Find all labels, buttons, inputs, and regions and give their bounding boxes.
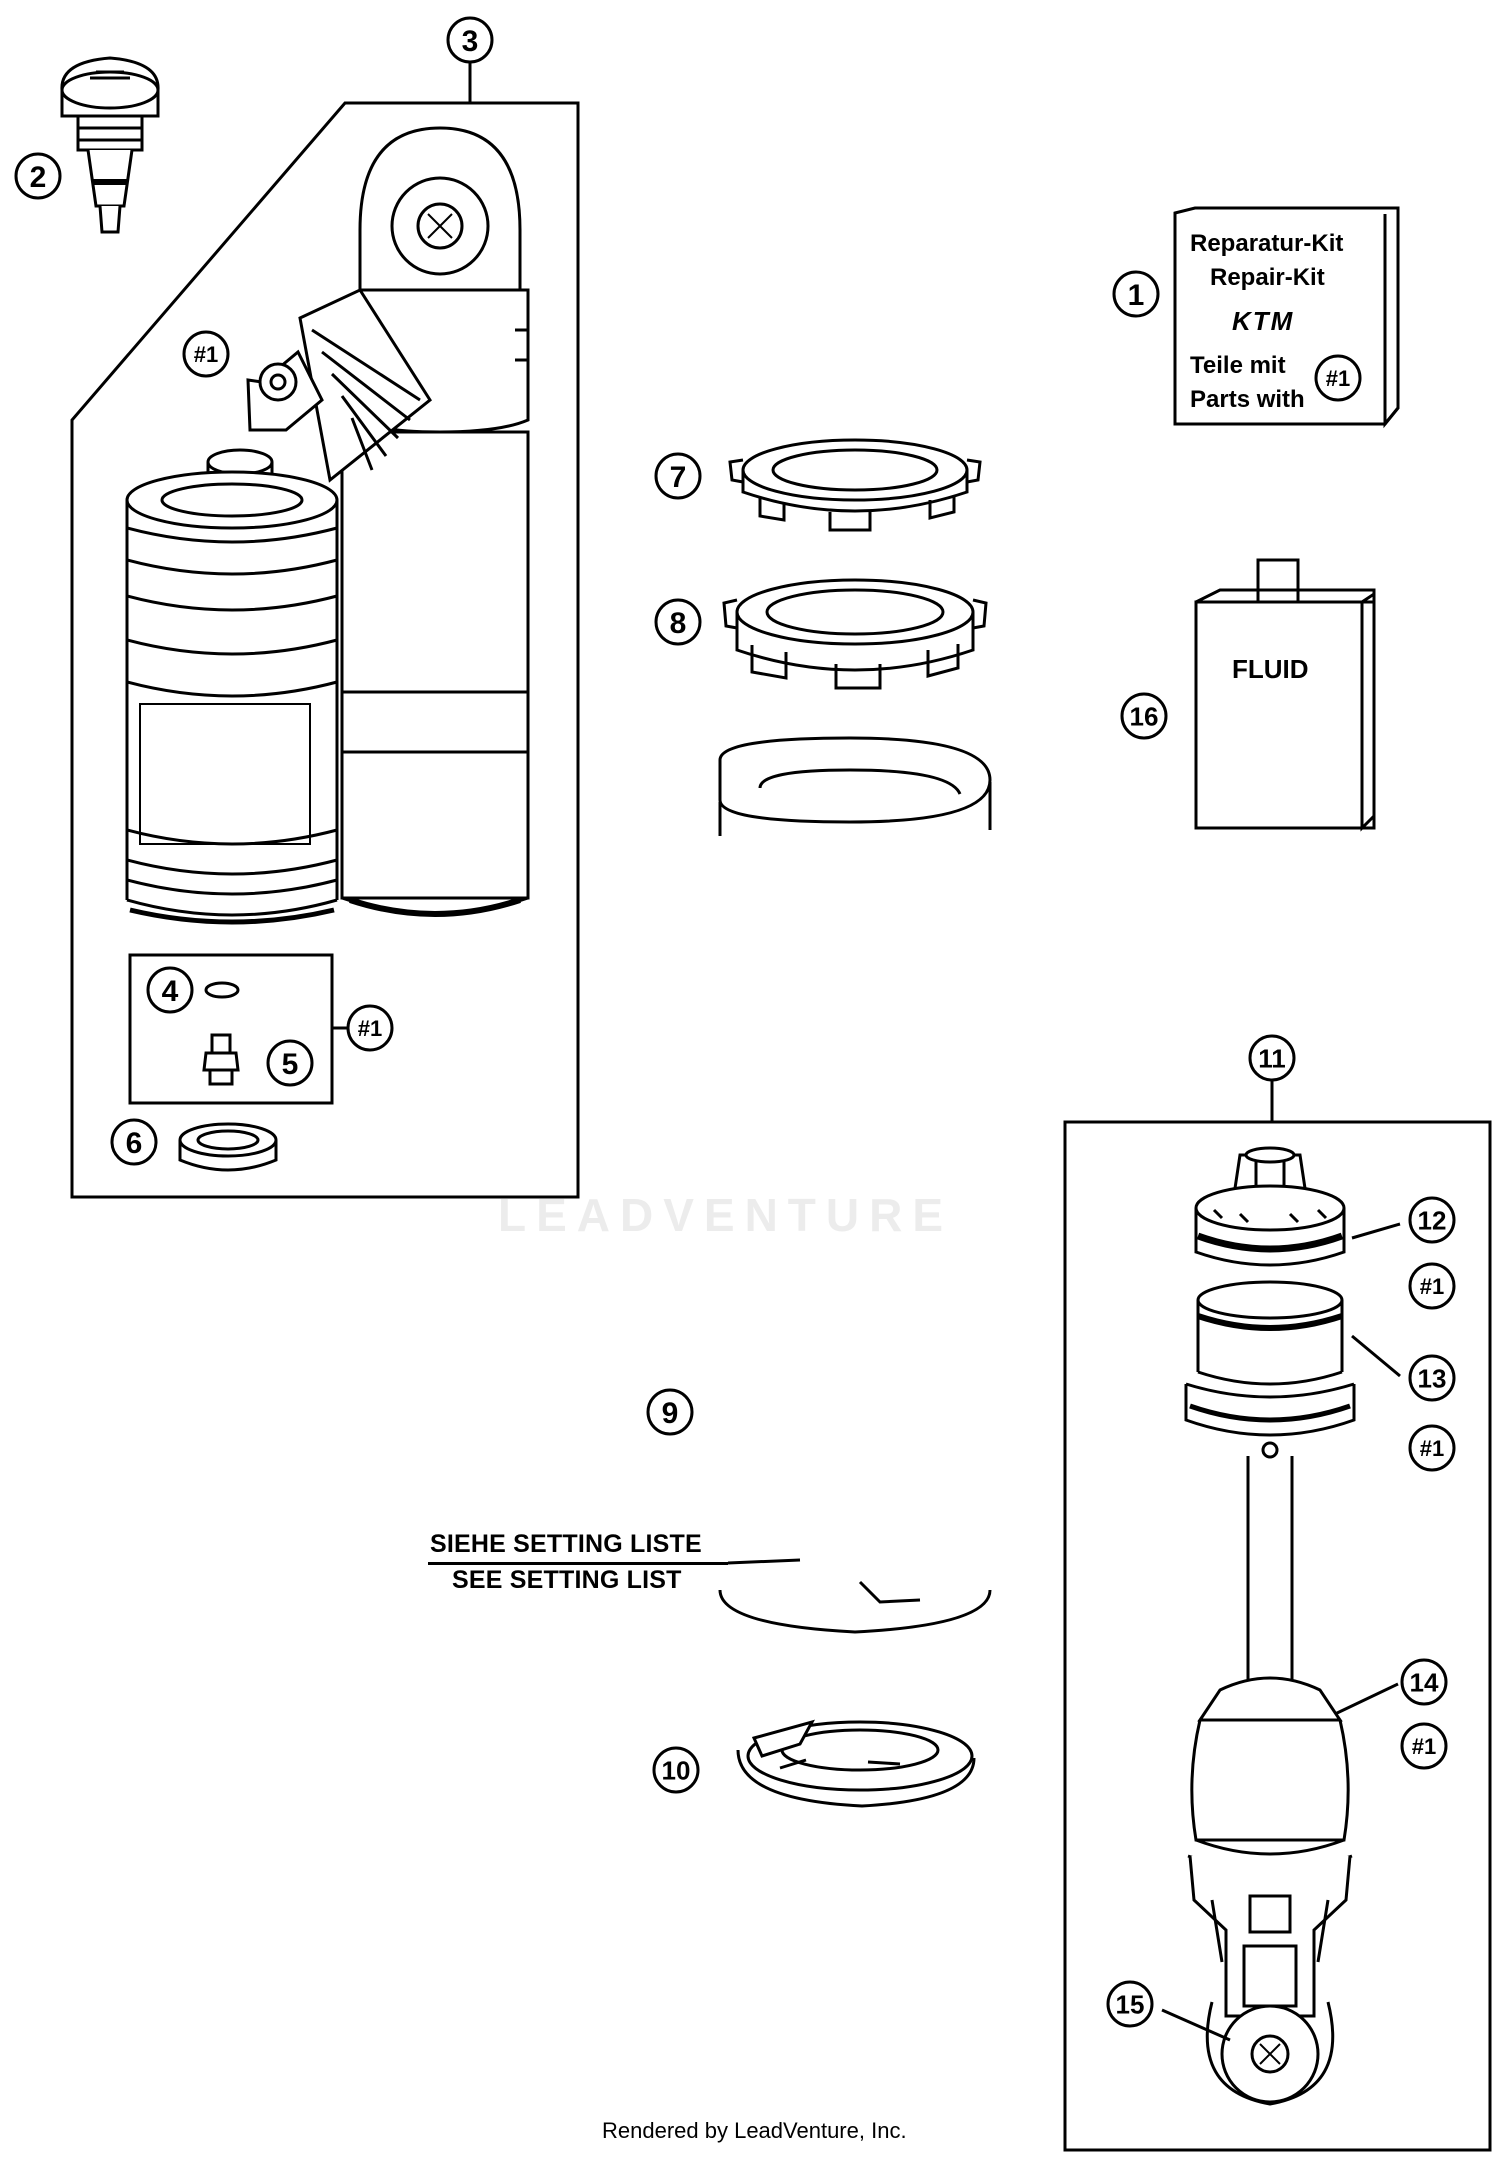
callout-16: 16 <box>1120 692 1168 740</box>
repair-kit-line-1: Reparatur-Kit <box>1190 230 1344 257</box>
callout-1-label: 1 <box>1128 279 1145 312</box>
ref-badge-valve: #1 <box>182 330 230 378</box>
callout-2-label: 2 <box>30 161 47 194</box>
part-4-o-ring <box>204 981 240 999</box>
ref-badge-repair-kit: #1 <box>1314 354 1362 402</box>
ktm-logo: KTM <box>1232 306 1295 336</box>
part-11-damper-assembly <box>1184 1146 1356 2106</box>
callout-2: 2 <box>14 152 62 200</box>
ref-badge-14-label: #1 <box>1412 1734 1436 1759</box>
repair-kit-line-2: Repair-Kit <box>1210 264 1325 291</box>
callout-15: 15 <box>1106 1980 1154 2028</box>
callout-8: 8 <box>654 598 702 646</box>
leader-12 <box>1351 1222 1401 1240</box>
callout-3-label: 3 <box>462 25 479 58</box>
ref-badge-12-label: #1 <box>1420 1274 1444 1299</box>
leader-14 <box>1334 1682 1399 1716</box>
callout-12-label: 12 <box>1418 1205 1447 1235</box>
leader-15 <box>1161 2008 1231 2042</box>
callout-6: 6 <box>110 1118 158 1166</box>
part-2-adjuster-knob <box>60 56 160 234</box>
ref-badge-14: #1 <box>1400 1722 1448 1770</box>
callout-10: 10 <box>652 1746 700 1794</box>
footer-credit: Rendered by LeadVenture, Inc. <box>602 2118 907 2143</box>
callout-9: 9 <box>646 1388 694 1436</box>
callout-11: 11 <box>1248 1034 1296 1082</box>
callout-13: 13 <box>1408 1354 1456 1402</box>
callout-14-label: 14 <box>1410 1667 1439 1697</box>
fluid-label: FLUID <box>1232 654 1309 684</box>
callout-8-label: 8 <box>670 607 687 640</box>
part-10-spring-plate <box>736 1719 976 1808</box>
ref-badge-13-label: #1 <box>1420 1436 1444 1461</box>
ref-badge-sub-kit-label: #1 <box>358 1016 382 1041</box>
callout-11-label: 11 <box>1258 1043 1286 1073</box>
callout-12: 12 <box>1408 1196 1456 1244</box>
callout-9-label: 9 <box>662 1397 679 1430</box>
callout-4: 4 <box>146 966 194 1014</box>
callout-14: 14 <box>1400 1658 1448 1706</box>
group-3-frame <box>70 101 580 1199</box>
callout-10-label: 10 <box>662 1755 691 1785</box>
repair-kit-line-3: Teile mit <box>1190 352 1286 379</box>
leader-13 <box>1351 1334 1401 1378</box>
callout-5-label: 5 <box>282 1048 299 1081</box>
callout-6-label: 6 <box>126 1127 143 1160</box>
ref-badge-12: #1 <box>1408 1262 1456 1310</box>
callout-15-label: 15 <box>1116 1989 1145 2019</box>
callout-5: 5 <box>266 1039 314 1087</box>
callout-13-label: 13 <box>1418 1363 1447 1393</box>
setting-note-divider <box>428 1562 728 1565</box>
part-6-reservoir-cap <box>178 1122 278 1172</box>
part-7-spring-collar <box>728 438 982 532</box>
part-5-valve-screw <box>202 1033 240 1086</box>
callout-7: 7 <box>654 452 702 500</box>
setting-note-de: SIEHE SETTING LISTE <box>430 1530 702 1558</box>
ref-badge-sub-kit: #1 <box>346 1004 394 1052</box>
ref-badge-repair-kit-label: #1 <box>1326 366 1350 391</box>
group-11-frame <box>1063 1120 1492 2152</box>
ref-badge-valve-label: #1 <box>194 342 218 367</box>
part-9-coil-spring <box>718 736 992 1634</box>
watermark: LEADVENTURE <box>498 1189 954 1241</box>
callout-4-label: 4 <box>162 975 179 1008</box>
repair-kit-line-4: Parts with <box>1190 386 1305 413</box>
part-16-fluid-bottle <box>1194 558 1376 832</box>
part-8-adjusting-nut <box>722 578 988 690</box>
ref-badge-13: #1 <box>1408 1424 1456 1472</box>
callout-1: 1 <box>1112 270 1160 318</box>
part-3-shock-body <box>125 126 530 925</box>
setting-note-en: SEE SETTING LIST <box>452 1566 682 1594</box>
callout-7-label: 7 <box>670 461 687 494</box>
callout-16-label: 16 <box>1130 701 1159 731</box>
callout-3: 3 <box>446 16 494 64</box>
